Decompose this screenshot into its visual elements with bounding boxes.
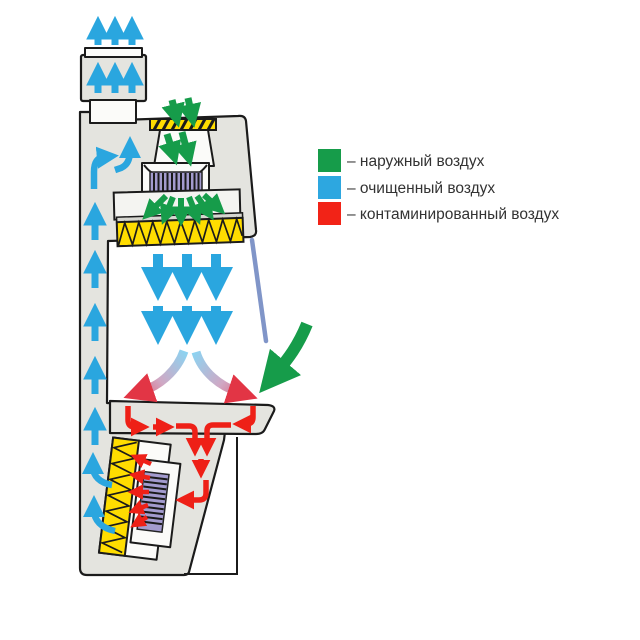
exhaust-unit-bottom [97, 436, 182, 561]
glass-sash [249, 237, 269, 344]
front-opening-inflow-arrow [259, 321, 313, 394]
legend: – наружный воздух – очищенный воздух – к… [318, 149, 559, 225]
outside-air-arrows [142, 97, 313, 394]
clean-air-arrows [81, 15, 258, 535]
legend-label-outside-air: – наружный воздух [347, 153, 485, 170]
supply-hepa-filter [115, 212, 245, 248]
base-leg-outline [184, 437, 238, 575]
blower-top-fan [149, 171, 203, 194]
exhaust-lid [84, 47, 143, 58]
transition-air-arrows [123, 349, 258, 404]
contaminated-air-arrows [125, 406, 256, 528]
legend-label-contaminated-air: – контаминированный воздух [347, 206, 559, 223]
legend-label-cleaned-air: – очищенный воздух [347, 180, 495, 197]
legend-swatch-outside-air [318, 149, 341, 172]
exhaust-duct-neck [89, 99, 137, 124]
intake-grille [149, 118, 217, 131]
legend-swatch-cleaned-air [318, 176, 341, 199]
legend-swatch-contaminated-air [318, 202, 341, 225]
